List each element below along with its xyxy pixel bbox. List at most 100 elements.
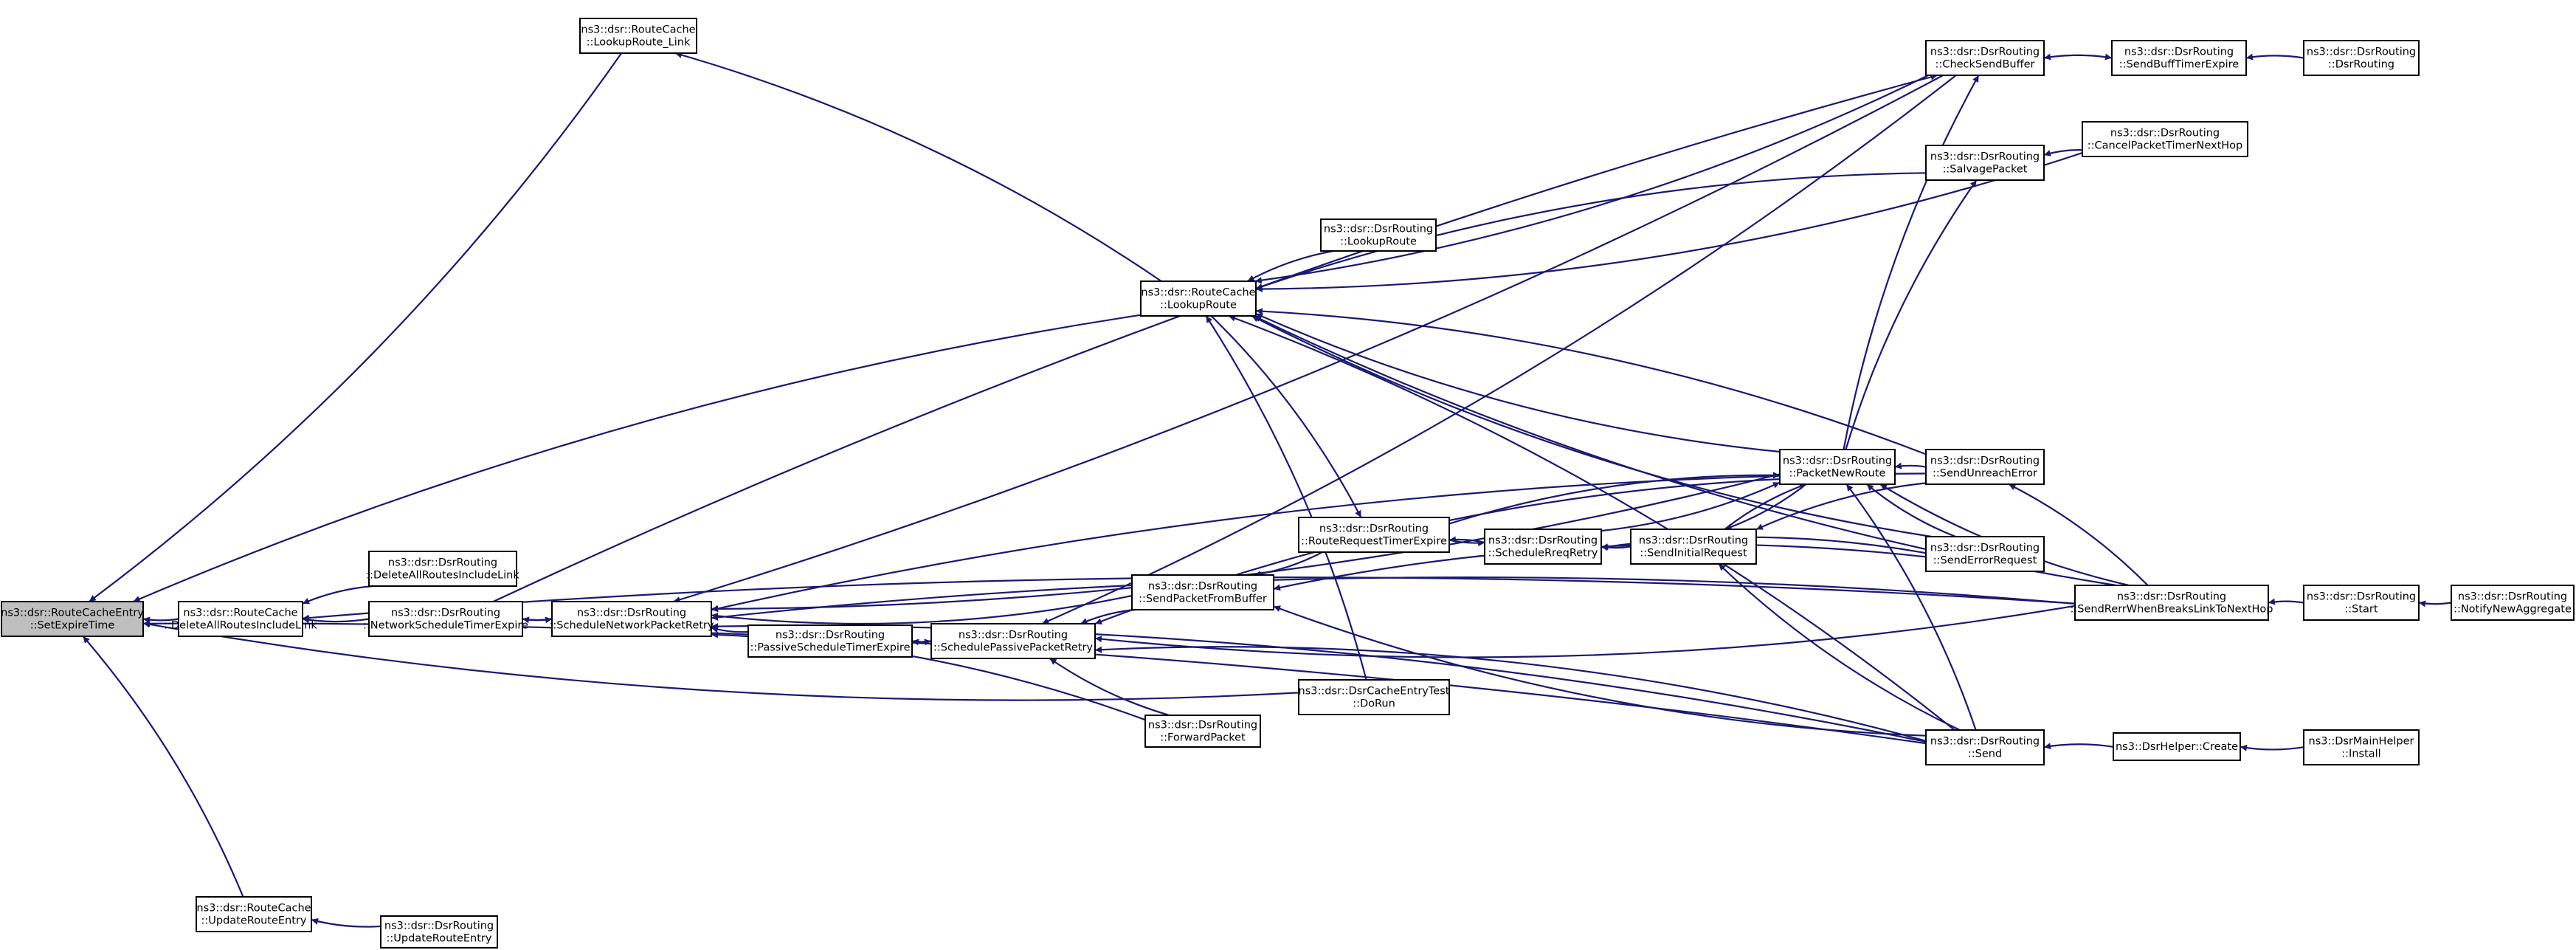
node-box — [1925, 449, 2045, 485]
node-label-line: ::UpdateRouteEntry — [201, 915, 307, 927]
function-node[interactable]: ns3::dsr::DsrRouting::SendInitialRequest — [1630, 529, 1757, 565]
node-box — [551, 601, 712, 637]
function-node[interactable]: ns3::dsr::DsrRouting::PassiveScheduleTim… — [747, 624, 913, 658]
function-node[interactable]: ns3::dsr::DsrRouting::PacketNewRoute — [1779, 449, 1896, 485]
edge-install-to-hcreate — [2240, 744, 2304, 751]
node-box — [1484, 529, 1602, 565]
node-box — [2451, 585, 2575, 621]
function-node[interactable]: ns3::dsr::DsrRouting::ForwardPacket — [1144, 715, 1261, 748]
node-box — [2074, 585, 2269, 621]
edge-nste-to-csb — [493, 73, 1938, 602]
node-box — [2303, 585, 2420, 621]
node-box — [380, 915, 498, 949]
function-node[interactable]: ns3::dsr::DsrRouting::NotifyNewAggregate — [2451, 585, 2575, 621]
edge-pnr-to-csb — [1843, 75, 1980, 450]
edge-rrte-to-srr — [1448, 539, 1485, 547]
function-node[interactable]: ns3::dsr::DsrRouting::SchedulePassivePac… — [930, 623, 1096, 659]
node-label-line: ::LookupRoute_Link — [587, 37, 691, 49]
node-box — [1320, 218, 1437, 252]
edge-ure2-to-ure — [311, 918, 381, 928]
edge-srr-to-pnr — [1600, 481, 1781, 532]
node-box — [1144, 715, 1261, 748]
node-label-line: ::ForwardPacket — [1160, 732, 1246, 744]
node-label-line: ns3::dsr::DsrRouting — [388, 557, 497, 569]
function-node[interactable]: ns3::dsr::RouteCache::DeleteAllRoutesInc… — [164, 601, 317, 637]
node-label-line: ::SendInitialRequest — [1640, 548, 1747, 560]
node-label-line: ::PacketNewRoute — [1789, 468, 1886, 480]
function-node[interactable]: ns3::dsr::RouteCache::UpdateRouteEntry — [196, 896, 312, 932]
node-label-line: ::Start — [2344, 604, 2378, 616]
node-label-line: ns3::dsr::DsrRouting — [2307, 591, 2416, 603]
node-label-line: ns3::dsr::DsrRouting — [2117, 591, 2226, 603]
node-label-line: ::CheckSendBuffer — [1936, 59, 2035, 71]
node-label-line: ns3::dsr::RouteCache — [1141, 287, 1255, 299]
node-label-line: ::SendUnreachError — [1933, 468, 2037, 480]
edge-csb-to-snpr — [673, 75, 1944, 603]
function-node[interactable]: ns3::DsrHelper::Create — [2113, 732, 2241, 761]
function-node[interactable]: ns3::dsr::DsrRouting::NetworkScheduleTim… — [363, 601, 528, 637]
node-label-line: ::SendRerrWhenBreaksLinkToNextHop — [2070, 604, 2273, 616]
node-label-line: ::NetworkScheduleTimerExpire — [363, 620, 528, 632]
edge-sue-to-pnr — [1894, 462, 1927, 469]
edge-lr2-to-lr — [1247, 249, 1334, 282]
node-box — [1925, 40, 2045, 76]
node-label-line: ::RouteRequestTimerExpire — [1301, 536, 1447, 548]
function-node[interactable]: ns3::dsr::RouteCache::LookupRoute — [1140, 280, 1257, 317]
function-node[interactable]: ns3::DsrMainHelper::Install — [2303, 729, 2420, 765]
function-node[interactable]: ns3::dsr::DsrRouting::ScheduleNetworkPac… — [550, 601, 714, 637]
node-box — [368, 551, 517, 587]
edge-dari-to-root — [142, 616, 179, 624]
node-box — [930, 623, 1096, 659]
edge-sue-to-lr — [1255, 308, 1927, 455]
function-node[interactable]: ns3::dsr::DsrRouting::DeleteAllRoutesInc… — [366, 551, 519, 587]
node-box — [747, 624, 913, 658]
edge-pnr-to-lr — [1255, 312, 1781, 453]
edge-fp-to-sppr — [1049, 658, 1170, 717]
edge-csb-to-sbte — [2043, 53, 2113, 61]
function-node[interactable]: ns3::dsr::DsrRouting::DsrRouting — [2303, 40, 2420, 76]
node-label-line: ::SalvagePacket — [1943, 164, 2028, 176]
function-node[interactable]: ns3::dsr::DsrRouting::UpdateRouteEntry — [380, 915, 498, 949]
function-node[interactable]: ns3::dsr::DsrRouting::CancelPacketTimerN… — [2082, 121, 2248, 157]
function-node[interactable]: ns3::dsr::DsrRouting::SalvagePacket — [1925, 145, 2045, 181]
function-node[interactable]: ns3::dsr::RouteCache::LookupRoute_Link — [579, 18, 697, 54]
edge-start-to-srwb — [2268, 598, 2304, 605]
function-node[interactable]: ns3::dsr::DsrRouting::Start — [2303, 585, 2420, 621]
function-node[interactable]: ns3::dsr::DsrRouting::SendPacketFromBuff… — [1131, 574, 1274, 610]
node-label-line: ::UpdateRouteEntry — [387, 933, 492, 945]
edge-srwb-to-sue — [2008, 483, 2149, 586]
function-node[interactable]: ns3::dsr::DsrRouting::CheckSendBuffer — [1925, 40, 2045, 76]
node-label-line: ::SchedulePassivePacketRetry — [933, 642, 1093, 654]
node-label-line: ns3::dsr::RouteCache — [183, 607, 297, 619]
edge-ure-to-root — [82, 636, 244, 898]
function-node[interactable]: ns3::dsr::DsrRouting::SendBuffTimerExpir… — [2111, 40, 2247, 76]
node-label-line: ::NotifyNewAggregate — [2454, 604, 2572, 616]
node-label-line: ::DeleteAllRoutesIncludeLink — [164, 620, 317, 632]
edge-nste-to-snpr — [522, 616, 553, 624]
root-function-node: ns3::dsr::RouteCacheEntry::SetExpireTime — [1, 601, 144, 637]
node-label-line: ns3::dsr::DsrRouting — [577, 607, 686, 619]
node-label-line: ns3::dsr::DsrRouting — [1324, 224, 1433, 235]
node-label-line: ::LookupRoute — [1160, 300, 1237, 311]
function-node[interactable]: ns3::dsr::DsrRouting::Send — [1925, 729, 2045, 765]
edge-dcet-to-lr — [1205, 315, 1367, 681]
node-box — [2082, 121, 2248, 157]
edge-lr-to-lrl — [674, 52, 1162, 282]
function-node[interactable]: ns3::dsr::DsrRouting::SendUnreachError — [1925, 449, 2045, 485]
node-box — [1925, 145, 2045, 181]
node-label-line: ns3::dsr::DsrRouting — [1930, 543, 2040, 554]
node-label-line: ns3::dsr::RouteCacheEntry — [1, 607, 144, 619]
function-node[interactable]: ns3::dsr::DsrRouting::LookupRoute — [1320, 218, 1437, 252]
edge-send-to-sppr — [1094, 646, 1927, 742]
node-box — [178, 601, 303, 637]
node-label-line: ::SendBuffTimerExpire — [2119, 59, 2239, 71]
edge-pste-to-snpr — [711, 626, 749, 633]
edge-lr-to-root — [133, 314, 1142, 603]
function-node[interactable]: ns3::dsr::DsrRouting::SendRerrWhenBreaks… — [2070, 585, 2273, 621]
function-node[interactable]: ns3::dsr::DsrCacheEntryTest::DoRun — [1298, 679, 1450, 715]
function-node[interactable]: ns3::dsr::DsrRouting::RouteRequestTimerE… — [1298, 517, 1450, 553]
function-node[interactable]: ns3::dsr::DsrRouting::SendErrorRequest — [1925, 536, 2045, 572]
node-label-line: ns3::DsrHelper::Create — [2116, 741, 2238, 753]
function-node[interactable]: ns3::dsr::DsrRouting::ScheduleRreqRetry — [1484, 529, 1602, 565]
edge-send-to-sir — [1718, 563, 1961, 731]
